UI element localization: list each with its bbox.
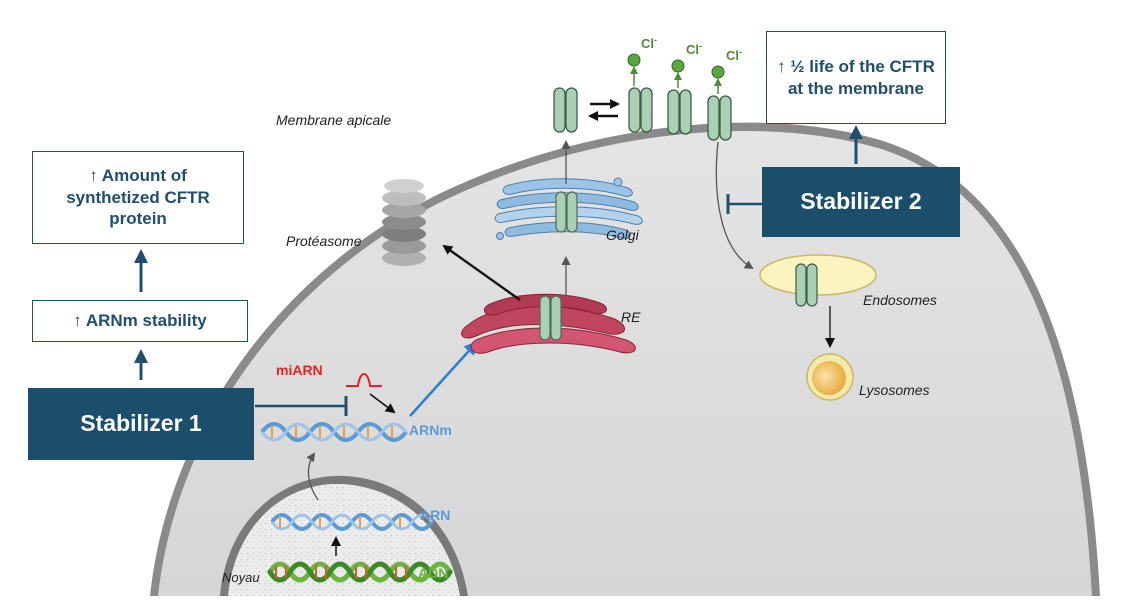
stabilizer2-inhibition xyxy=(726,194,762,214)
adn-label: ADN xyxy=(418,565,448,581)
cftr-channel-endosome xyxy=(795,263,818,307)
endosome xyxy=(759,254,877,296)
exchange-arrows xyxy=(588,99,620,121)
chloride-ion-2 xyxy=(671,59,685,88)
rna-helix-nucleus xyxy=(270,513,434,531)
chloride-label-2: Cl- xyxy=(686,41,702,57)
arrow-mirna-to-mrna xyxy=(369,393,396,414)
re-label: RE xyxy=(621,309,641,325)
chloride-label-1: Cl- xyxy=(641,35,657,51)
proteasome-label: Protéasome xyxy=(286,233,362,249)
proteasome xyxy=(382,179,426,266)
arnm-stability-box: ↑ ARNm stability xyxy=(32,300,248,342)
mirna-label: miARN xyxy=(276,362,323,378)
arrow-arn-to-cytoplasm xyxy=(306,452,319,501)
cftr-channel-membrane-3 xyxy=(667,89,692,135)
mrna-helix xyxy=(260,422,408,442)
mirna-pulse xyxy=(346,373,382,387)
lysosomes-label: Lysosomes xyxy=(859,382,930,398)
cftr-channel-membrane-1 xyxy=(553,87,578,133)
half-life-text: ↑ ½ life of the CFTR at the membrane xyxy=(777,56,935,98)
arrow-mrna-to-re xyxy=(409,340,479,417)
dna-helix xyxy=(267,561,453,583)
membrane-label: Membrane apicale xyxy=(276,112,391,128)
cftr-channel-re xyxy=(539,295,562,341)
lysosome xyxy=(806,353,854,401)
stabilizer1-inhibition xyxy=(255,396,348,416)
chloride-ion-1 xyxy=(627,53,641,86)
amount-box: ↑ Amount of synthetized CFTR protein xyxy=(32,151,244,244)
noyau-label: Noyau xyxy=(222,570,260,585)
arnm-stability-text: ↑ ARNm stability xyxy=(73,311,207,331)
cftr-channel-membrane-4 xyxy=(707,95,732,141)
golgi-label: Golgi xyxy=(606,227,640,243)
stabilizer1-text: Stabilizer 1 xyxy=(80,410,202,437)
stabilizer1-box: Stabilizer 1 xyxy=(28,388,254,460)
amount-text: ↑ Amount of synthetized CFTR protein xyxy=(66,165,210,229)
stabilizer2-text: Stabilizer 2 xyxy=(800,188,922,215)
arrow-re-to-proteasome xyxy=(442,244,521,301)
stabilizer2-box: Stabilizer 2 xyxy=(762,167,960,237)
half-life-box: ↑ ½ life of the CFTR at the membrane xyxy=(766,31,946,124)
cftr-channel-membrane-2 xyxy=(628,87,653,133)
chloride-ion-3 xyxy=(711,65,725,94)
arn-label: ARN xyxy=(420,507,450,523)
chloride-label-3: Cl- xyxy=(726,47,742,63)
endosomes-label: Endosomes xyxy=(863,292,937,308)
arnm-label: ARNm xyxy=(409,422,452,438)
cftr-channel-golgi xyxy=(555,191,578,233)
arrow-membrane-to-endosome xyxy=(715,141,754,270)
